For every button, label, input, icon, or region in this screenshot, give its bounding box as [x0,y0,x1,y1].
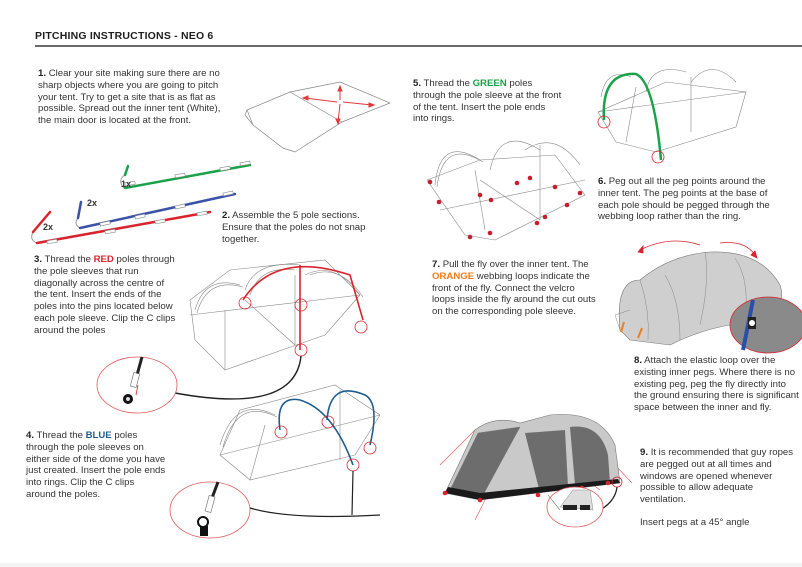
peg-angle-note: Insert pegs at a 45° angle [640,516,750,528]
pole-count-blue: 2x [87,198,97,208]
step-9-text: It is recommended that guy ropes are peg… [640,447,794,506]
header-divider [35,45,802,47]
step-1: 1. Clear your site making sure there are… [38,68,233,127]
peg-points-illustration [426,140,586,241]
keyword-orange: ORANGE [432,270,475,282]
keyword-blue: BLUE [85,430,112,441]
poles-illustration: 1x 2x 2x [31,160,252,245]
step-1-text: Clear your site making sure there are no… [38,68,221,127]
pin-detail-illustration [96,356,178,414]
pole-count-red: 2x [43,222,53,232]
step-7: 7. Pull the fly over the inner tent. The… [432,259,596,318]
step-8: 8. Attach the elastic loop over the exis… [634,355,799,414]
page-bottom-edge [0,563,802,567]
blue-poles-illustration [219,384,381,516]
peg-point-icon [427,175,583,240]
step-6: 6. Peg out all the peg points around the… [598,176,773,223]
keyword-red: RED [93,254,114,265]
keyword-green: GREEN [472,78,507,89]
step-4-number: 4. [26,430,35,441]
pitched-tent-illustration [439,414,633,521]
step-1-number: 1. [38,68,47,79]
step-2-number: 2. [222,210,231,221]
fly-sheet-illustration [614,240,782,346]
step-4-text: poles through the pole sleeves on either… [26,430,166,500]
velcro-detail-illustration [729,296,802,354]
pole-count-green: 1x [121,179,131,189]
step-3: 3. Thread the RED poles through the pole… [34,254,176,336]
step-7-number: 7. [432,259,441,270]
step-9: 9. It is recommended that guy ropes are … [640,447,800,529]
step-5-number: 5. [413,78,422,89]
step-8-text: Attach the elastic loop over the existin… [634,355,799,414]
step-3-number: 3. [34,254,43,265]
ground-sheet-illustration [244,81,391,153]
ring-detail-illustration [169,481,381,539]
spread-arrows-icon [301,84,376,126]
green-pole-illustration [597,69,747,164]
step-6-text: Peg out all the peg points around the in… [598,176,770,223]
elastic-loop-detail-illustration [546,486,604,528]
step-8-number: 8. [634,355,643,366]
step-4: 4. Thread the BLUE poles through the pol… [26,430,166,500]
red-poles-illustration [174,259,368,400]
step-7-text: webbing loops indicate the front of the … [432,270,596,318]
step-5: 5. Thread the GREEN poles through the po… [413,78,562,125]
step-2-text: Assemble the 5 pole sections. Ensure tha… [222,210,366,245]
page-title: PITCHING INSTRUCTIONS - NEO 6 [35,30,214,42]
step-2: 2. Assemble the 5 pole sections. Ensure … [222,210,382,245]
step-9-number: 9. [640,447,649,458]
step-6-number: 6. [598,176,607,187]
step-3-text: poles through the pole sleeves that run … [34,254,176,336]
step-5-text: poles through the pole sleeve at the fro… [413,78,562,125]
